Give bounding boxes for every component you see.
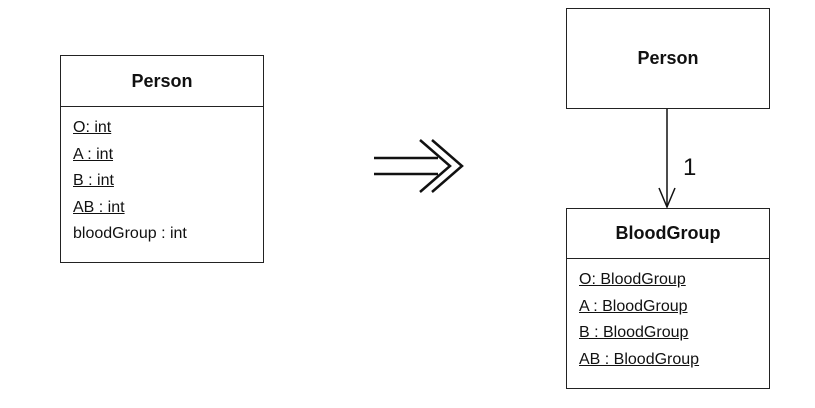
- attribute: A : int: [73, 145, 114, 163]
- attribute: O: int: [73, 119, 112, 136]
- attribute: B : BloodGroup: [579, 324, 689, 341]
- class-name: Person: [61, 56, 263, 107]
- attribute: bloodGroup : int: [73, 225, 187, 242]
- attribute-list: O: BloodGroup A : BloodGroup B : BloodGr…: [567, 259, 769, 373]
- refactor-arrow-icon: [374, 139, 464, 193]
- attribute: A : BloodGroup: [579, 297, 688, 315]
- attribute: O: BloodGroup: [579, 271, 686, 288]
- bloodgroup-class: BloodGroup O: BloodGroup A : BloodGroup …: [566, 208, 770, 389]
- class-name: Person: [637, 47, 699, 68]
- person-class-before: Person O: int A : int B : int AB : int b…: [60, 55, 264, 263]
- attribute-list: O: int A : int B : int AB : int bloodGro…: [61, 107, 263, 248]
- attribute: B : int: [73, 172, 114, 189]
- class-name: BloodGroup: [567, 209, 769, 259]
- attribute: AB : BloodGroup: [579, 350, 700, 368]
- person-class-after: Person: [566, 8, 770, 109]
- multiplicity-label: 1: [683, 154, 697, 181]
- association-line: [658, 108, 676, 209]
- attribute: AB : int: [73, 198, 125, 216]
